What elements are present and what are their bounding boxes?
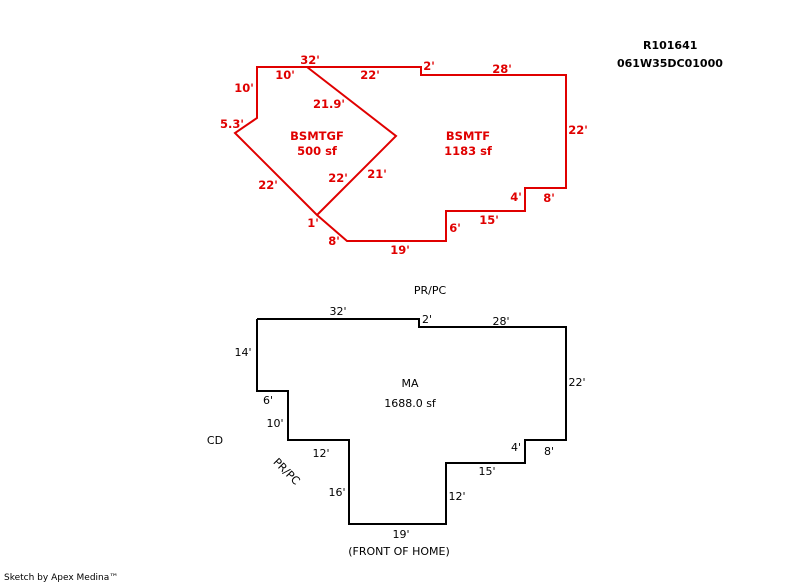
dim-label: 28': [492, 315, 509, 328]
dim-label: 28': [492, 62, 512, 76]
dim-label: 10': [234, 81, 254, 95]
dim-label: 22': [568, 376, 585, 389]
dim-label: 16': [328, 486, 345, 499]
cd-label: CD: [207, 434, 223, 447]
dim-label: 5.3': [220, 117, 244, 131]
basement-divider: [306, 66, 398, 216]
dim-label: 6': [263, 394, 273, 407]
front-label: (FRONT OF HOME): [348, 545, 450, 558]
sketch-credit: Sketch by Apex Medina™: [4, 573, 119, 583]
dim-label: 6': [449, 221, 461, 235]
dim-label: 21': [367, 167, 387, 181]
main-labels: MA 1688.0 sf PR/PC CD PR/PC (FRONT OF HO…: [207, 284, 586, 558]
dim-label: 1': [307, 216, 319, 230]
dim-label: 12': [448, 490, 465, 503]
ma-area: 1688.0 sf: [384, 397, 437, 410]
dim-label: 14': [234, 346, 251, 359]
dim-label: 8': [328, 234, 340, 248]
dim-label: 22': [360, 68, 380, 82]
porch-side-label: PR/PC: [270, 456, 302, 488]
parcel-id: R101641: [643, 39, 698, 52]
dim-label: 32': [300, 53, 320, 67]
dim-label: 19': [392, 528, 409, 541]
main-sketch: [256, 318, 567, 525]
dim-label: 32': [329, 305, 346, 318]
dim-label: 12': [312, 447, 329, 460]
bsmtf-area: 1183 sf: [444, 144, 493, 158]
dim-label: 15': [479, 213, 499, 227]
dim-label: 10': [266, 417, 283, 430]
dim-label: 2': [423, 59, 435, 73]
dim-label: 4': [511, 441, 521, 454]
dim-label: 19': [390, 243, 410, 257]
bsmtgf-label: BSMTGF: [290, 129, 344, 143]
dim-label: 22': [328, 171, 348, 185]
dim-label: 22': [568, 123, 588, 137]
dim-label: 15': [478, 465, 495, 478]
basement-sketch: [233, 66, 567, 242]
main-outline: [256, 318, 567, 525]
dim-label: 2': [422, 313, 432, 326]
basement-outline: [233, 66, 567, 242]
bsmtf-label: BSMTF: [446, 129, 490, 143]
basement-labels: BSMTGF 500 sf BSMTF 1183 sf 32' 10' 22' …: [220, 53, 588, 257]
map-number: 061W35DC01000: [617, 57, 723, 70]
dim-label: 4': [510, 190, 522, 204]
dim-label: 21.9': [313, 97, 345, 111]
porch-top-label: PR/PC: [414, 284, 447, 297]
dim-label: 22': [258, 178, 278, 192]
dim-label: 10': [275, 68, 295, 82]
dim-label: 8': [543, 191, 555, 205]
ma-label: MA: [401, 377, 418, 390]
bsmtgf-area: 500 sf: [297, 144, 338, 158]
dim-label: 8': [544, 445, 554, 458]
